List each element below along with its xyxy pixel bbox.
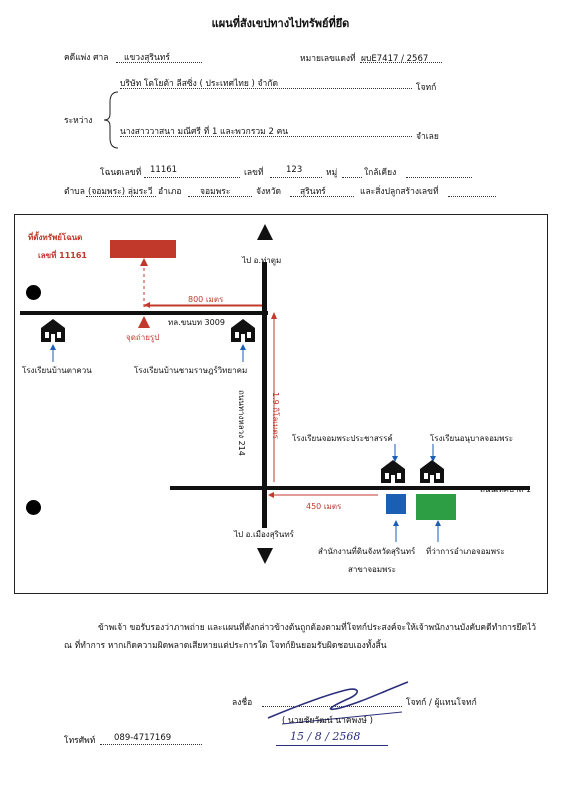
case-no-value: ผบE7417 / 2567 bbox=[361, 54, 429, 64]
number-value: 123 bbox=[286, 165, 303, 175]
school-2-label: โรงเรียนบ้านชามราษฎร์วิทยาคม bbox=[134, 366, 248, 375]
school-3-label: โรงเรียนจอมพระประชาสรรค์ bbox=[292, 434, 393, 443]
province-value: สุรินทร์ bbox=[300, 187, 326, 197]
binder-hole-top bbox=[26, 285, 41, 300]
case-no-label: หมายเลขแดงที่ bbox=[300, 54, 356, 64]
province-label: จังหวัด bbox=[256, 187, 282, 197]
south-arrow-icon bbox=[257, 548, 273, 564]
blue-pointer-icon bbox=[435, 520, 441, 542]
photo-point-label: จุดถ่ายรูป bbox=[126, 333, 160, 342]
sign-label: ลงชื่อ bbox=[232, 698, 253, 708]
blue-pointer-icon bbox=[392, 444, 398, 462]
deed-no-value: 11161 bbox=[150, 165, 178, 175]
plaintiff-role: โจทก์ bbox=[416, 83, 437, 93]
north-arrow-icon bbox=[257, 224, 273, 240]
red-annotations bbox=[138, 258, 262, 328]
dist-800-arrow bbox=[144, 302, 262, 308]
blue-pointer-icon bbox=[240, 344, 246, 362]
north-destination-label: ไป อ.ท่าตูม bbox=[242, 256, 282, 265]
handwritten-signature bbox=[267, 681, 409, 725]
south-destination-label: ไป อ.เมืองสุรินทร์ bbox=[234, 530, 294, 539]
document-title: แผนที่สังเขปทางไปทรัพย์ที่ยึด bbox=[211, 17, 350, 30]
blue-pointer-icon bbox=[50, 344, 56, 362]
court-label: คดีแพ่ง ศาล bbox=[64, 53, 109, 63]
phone-line bbox=[100, 744, 202, 745]
district-office-marker bbox=[416, 494, 456, 520]
dist-19-label: 1.9 กิโลเมตร bbox=[271, 392, 280, 439]
number-line bbox=[270, 177, 322, 178]
property-label-2: เลขที่ 11161 bbox=[38, 251, 87, 260]
tambon-label: ตำบล bbox=[64, 187, 85, 197]
school-1-label: โรงเรียนบ้านตาควน bbox=[22, 366, 92, 375]
party-brace bbox=[103, 91, 119, 149]
date-line bbox=[276, 745, 388, 746]
deed-line bbox=[144, 177, 240, 178]
defendant-line bbox=[120, 136, 412, 137]
road-3009-label: ทล.ขนบท 3009 bbox=[168, 318, 225, 327]
land-office-label-2: สาขาจอมพระ bbox=[348, 565, 396, 574]
map-frame bbox=[14, 214, 548, 594]
number-label: เลขที่ bbox=[244, 168, 264, 178]
moo-line bbox=[342, 177, 362, 178]
school-icon bbox=[381, 460, 405, 483]
province-line bbox=[290, 196, 354, 197]
near-label: ใกล้เคียง bbox=[364, 168, 397, 178]
blue-pointer-icon bbox=[430, 444, 436, 462]
school-icon bbox=[420, 460, 444, 483]
statement-line-1: ข้าพเจ้า ขอรับรองว่าภาพถ่าย และแผนที่ดัง… bbox=[98, 623, 537, 633]
court-line bbox=[116, 62, 202, 63]
signer-name: ( นายชัยวัฒน์ นาคพงษ์ ) bbox=[282, 716, 373, 726]
defendant-role: จำเลย bbox=[416, 132, 439, 142]
school-icon bbox=[231, 319, 255, 342]
court-value: แขวงสุรินทร์ bbox=[124, 53, 170, 63]
building-label: และสิ่งปลูกสร้างเลขที่ bbox=[360, 187, 439, 197]
deed-label: โฉนดเลขที่ bbox=[100, 168, 142, 178]
amphoe-value: จอมพระ bbox=[200, 187, 231, 197]
dist-800-label: 800 เมตร bbox=[188, 295, 224, 304]
municipal-road-label: ถนนเทศบาล 1 bbox=[480, 485, 531, 494]
blue-pointer-icon bbox=[393, 520, 399, 542]
tambon-line bbox=[86, 196, 156, 197]
binder-hole-bottom bbox=[26, 500, 41, 515]
tambon-value: (จอมพระ) ลุ่มระวี bbox=[88, 187, 153, 197]
road-3009 bbox=[20, 311, 268, 315]
land-office-label-1: สำนักงานที่ดินจังหวัดสุรินทร์ bbox=[318, 547, 416, 556]
school-icon bbox=[41, 319, 65, 342]
between-label: ระหว่าง bbox=[64, 116, 93, 126]
dist-450-arrow bbox=[268, 492, 378, 498]
dist-450-label: 450 เมตร bbox=[306, 502, 342, 511]
building-line bbox=[448, 196, 496, 197]
property-label-1: ที่ตั้งทรัพย์โฉนด bbox=[28, 233, 83, 242]
sign-role: โจทก์ / ผู้แทนโจทก์ bbox=[406, 698, 477, 708]
land-office-marker bbox=[386, 494, 406, 514]
school-4-label: โรงเรียนอนุบาลจอมพระ bbox=[430, 434, 514, 443]
defendant-name: นางสาววาสนา มณีศรี ที่ 1 และพวกรวม 2 คน bbox=[120, 127, 289, 137]
case-no-line bbox=[360, 62, 442, 63]
plaintiff-name: บริษัท โตโยต้า ลีสซิ่ง ( ประเทศไทย ) จำก… bbox=[120, 79, 278, 89]
signature-date: 15 / 8 / 2568 bbox=[290, 730, 361, 743]
phone-value: 089-4717169 bbox=[114, 733, 172, 743]
amphoe-line bbox=[188, 196, 252, 197]
property-marker bbox=[110, 240, 176, 258]
near-line bbox=[406, 177, 472, 178]
moo-label: หมู่ bbox=[326, 168, 338, 178]
amphoe-label: อำเภอ bbox=[158, 187, 182, 197]
highway-214 bbox=[262, 262, 267, 528]
plaintiff-line bbox=[120, 88, 412, 89]
statement-line-2: ณ ที่ทำการ หากเกิดความผิดพลาดเสียหายแต่ป… bbox=[64, 641, 387, 651]
dist-19-arrow bbox=[271, 312, 277, 482]
district-office-label: ที่ว่าการอำเภอจอมพระ bbox=[426, 547, 505, 556]
highway-214-label: ถนนทางหลวง 214 bbox=[237, 390, 246, 456]
municipal-road-1 bbox=[170, 486, 530, 490]
phone-label: โทรศัพท์ bbox=[64, 736, 96, 746]
